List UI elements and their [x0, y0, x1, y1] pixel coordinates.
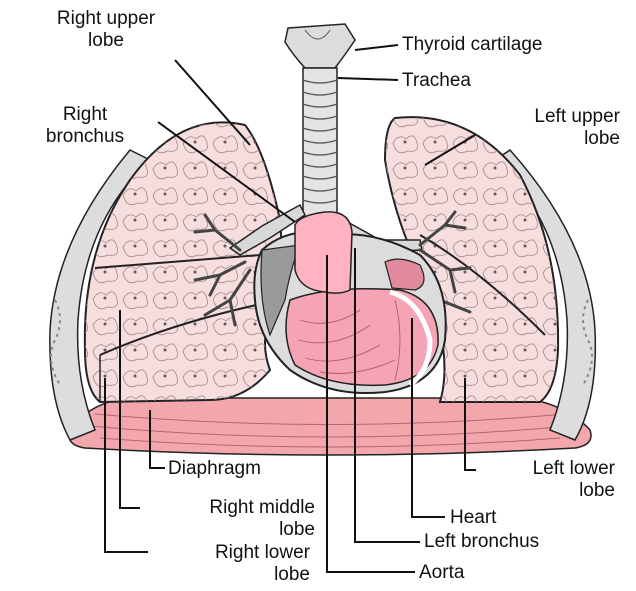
thyroid-cartilage [285, 24, 355, 68]
label-thyroid-cartilage: Thyroid cartilage [402, 34, 542, 56]
label-right-middle-lobe: Right middle lobe [140, 497, 315, 541]
label-heart: Heart [450, 507, 496, 529]
label-left-upper-lobe: Left upper lobe [470, 106, 620, 150]
label-left-lower-lobe: Left lower lobe [470, 458, 615, 502]
aorta [295, 212, 352, 293]
label-aorta: Aorta [419, 562, 464, 584]
label-right-bronchus: Right bronchus [10, 104, 160, 148]
label-trachea: Trachea [402, 70, 471, 92]
diaphragm [69, 395, 591, 455]
label-right-lower-lobe: Right lower lobe [148, 542, 310, 586]
label-diaphragm: Diaphragm [168, 458, 261, 480]
label-right-upper-lobe: Right upper lobe [6, 8, 206, 52]
pulmonary-vessel [385, 259, 424, 290]
label-left-bronchus: Left bronchus [424, 531, 539, 553]
